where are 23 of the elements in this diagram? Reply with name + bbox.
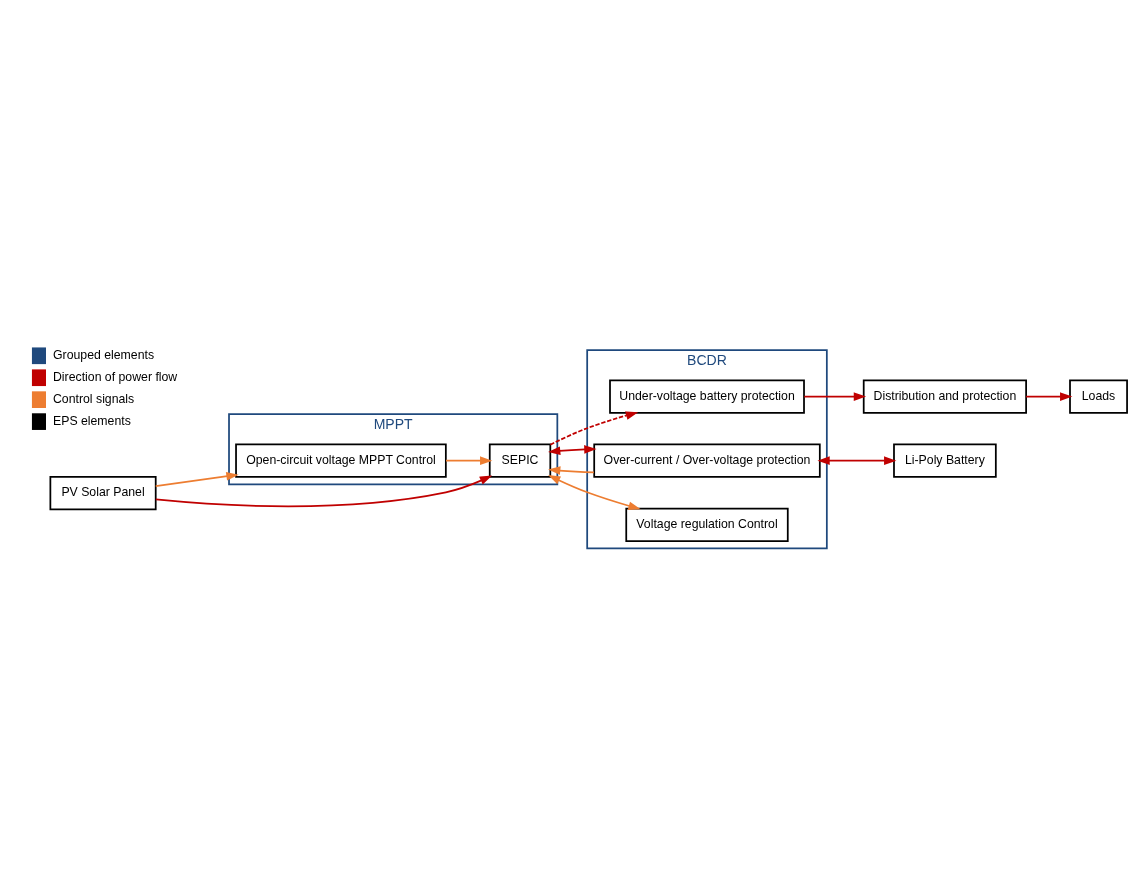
legend-label: Direction of power flow: [53, 369, 178, 384]
arrow: [154, 471, 239, 487]
arrow: [548, 474, 641, 510]
node-box: Over-current / Over-voltage protection: [593, 443, 821, 478]
arrow: [549, 410, 639, 446]
arrow: [803, 391, 867, 401]
arrow: [817, 455, 897, 465]
arrow: [445, 455, 493, 465]
node-box: Li-Poly Battery: [893, 443, 997, 478]
arrow: [548, 444, 597, 455]
arrow: [154, 475, 493, 507]
node-box: PV Solar Panel: [49, 475, 157, 510]
legend-label: Control signals: [53, 391, 135, 406]
node-box: Loads: [1069, 378, 1128, 414]
legend-label: Grouped elements: [53, 347, 155, 362]
arrow: [548, 465, 595, 475]
node-box: Open-circuit voltage MPPT Control: [235, 443, 447, 478]
node-box: Under-voltage battery protection: [609, 378, 805, 414]
node-box: SEPIC: [488, 443, 552, 478]
arrow: [1025, 391, 1073, 401]
node-box: Voltage regulation Control: [625, 507, 789, 542]
legend-label: EPS elements: [53, 413, 131, 428]
node-box: Distribution and protection: [862, 378, 1027, 414]
